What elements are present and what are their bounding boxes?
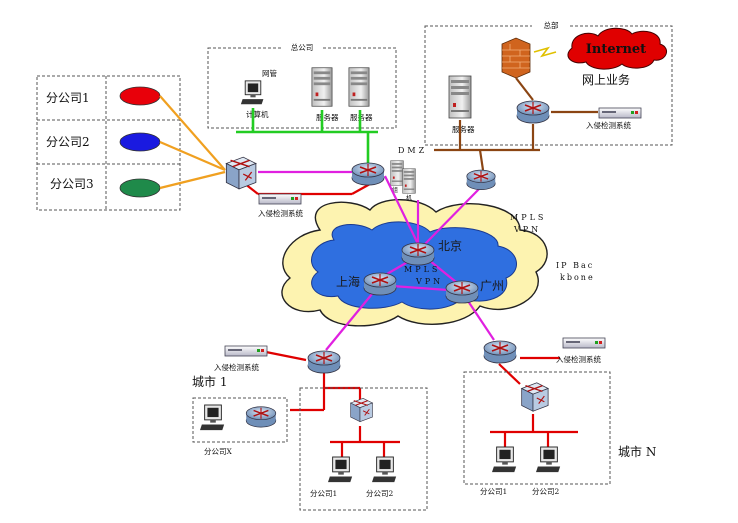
hq-server2-label: 服务器 bbox=[350, 112, 373, 122]
zongbu-title: 总部 bbox=[544, 20, 559, 30]
city1-branch2-pc-icon bbox=[372, 456, 397, 483]
zongbu-server-icon bbox=[448, 75, 472, 119]
legend-label-3: 分公司3 bbox=[50, 177, 94, 191]
shanghai-router-icon bbox=[363, 272, 397, 296]
core-ids-icon bbox=[258, 193, 302, 205]
city1-branches-box bbox=[299, 387, 428, 511]
cityn-label: 城市 N bbox=[618, 444, 656, 459]
cityn-router-icon bbox=[483, 340, 517, 364]
city1-branchx-box bbox=[192, 397, 288, 443]
hq-computer-label: 计算机 bbox=[246, 109, 269, 119]
hq-left-switch-icon bbox=[225, 156, 257, 190]
mpls-inner-bot: VPN bbox=[415, 277, 443, 286]
zongbu-brown-bus bbox=[434, 77, 598, 171]
legend-swatch-1 bbox=[119, 86, 161, 106]
zongbu-ids-icon bbox=[598, 107, 642, 119]
zongbu-ids-label: 入侵检测系统 bbox=[586, 120, 631, 130]
cityn-ids-label: 入侵检测系统 bbox=[556, 354, 601, 364]
city1-branch1-pc-icon bbox=[328, 456, 353, 483]
core-ids-label: 入侵检测系统 bbox=[258, 208, 303, 218]
dmz-server1-icon bbox=[390, 160, 404, 186]
beijing-router-icon bbox=[401, 242, 435, 266]
dmz-label: DMZ bbox=[398, 146, 427, 155]
city1-ids-icon bbox=[224, 345, 268, 357]
dmz-sub2: 机 bbox=[406, 194, 412, 202]
city1-branchx-label: 分公司X bbox=[204, 447, 232, 456]
city1-router-icon bbox=[307, 350, 341, 374]
hq-title: 总公司 bbox=[291, 42, 314, 52]
city1-switch-icon bbox=[350, 397, 374, 423]
internet-label: Internet bbox=[586, 42, 646, 57]
internet-cloud-icon bbox=[567, 27, 668, 70]
mpls-inner-top: MPLS bbox=[404, 265, 440, 274]
orange-links bbox=[159, 95, 226, 190]
zongbu-core-router-icon bbox=[466, 169, 496, 191]
mpls-vpn-bot: VPN bbox=[513, 225, 541, 234]
hq-core-router-icon bbox=[351, 162, 385, 186]
firewall-icon bbox=[501, 37, 531, 79]
dmz-server2-icon bbox=[402, 168, 416, 194]
cityn-branch1-label: 分公司1 bbox=[480, 487, 507, 496]
guangzhou-router-icon bbox=[445, 280, 479, 304]
ip-backbone-bot: kbone bbox=[560, 273, 595, 282]
beijing-label: 北京 bbox=[438, 239, 462, 253]
legend-swatch-2 bbox=[119, 132, 161, 152]
cityn-branch2-pc-icon bbox=[536, 446, 561, 473]
zongbu-box bbox=[424, 25, 673, 146]
magenta-links bbox=[258, 170, 495, 351]
city1-ids-label: 入侵检测系统 bbox=[214, 362, 259, 372]
city1-branch1-label: 分公司1 bbox=[310, 489, 337, 498]
hq-green-bus bbox=[236, 108, 378, 165]
online-business-label: 网上业务 bbox=[582, 72, 630, 87]
hq-server2-icon bbox=[348, 67, 370, 107]
city1-label: 城市 1 bbox=[192, 374, 227, 389]
legend-swatch-3 bbox=[119, 178, 161, 198]
cityn-branch2-label: 分公司2 bbox=[532, 487, 559, 496]
zongbu-router-icon bbox=[516, 100, 550, 124]
city1-branchx-router-icon bbox=[245, 406, 277, 428]
hq-box bbox=[207, 47, 397, 129]
cityn-box bbox=[463, 371, 611, 485]
hq-computer-icon bbox=[240, 80, 264, 105]
guangzhou-label: 广州 bbox=[480, 279, 504, 293]
hq-server1-icon bbox=[311, 67, 333, 107]
hq-mgmt-label: 网管 bbox=[262, 68, 277, 78]
cityn-switch-icon bbox=[520, 382, 549, 412]
ip-backbone-top: IP Bac bbox=[556, 261, 594, 270]
mpls-vpn-top: MPLS bbox=[510, 213, 546, 222]
cityn-branch1-pc-icon bbox=[492, 446, 517, 473]
city1-branchx-pc-icon bbox=[200, 404, 225, 431]
shanghai-label: 上海 bbox=[336, 274, 360, 289]
legend-label-2: 分公司2 bbox=[46, 135, 90, 149]
zongbu-server-label: 服务器 bbox=[452, 124, 475, 134]
city1-branch2-label: 分公司2 bbox=[366, 489, 393, 498]
cityn-ids-icon bbox=[562, 337, 606, 349]
dmz-sub1: 组 bbox=[392, 186, 398, 194]
lightning-icon bbox=[533, 46, 557, 58]
legend-box bbox=[36, 75, 181, 211]
legend-label-1: 分公司1 bbox=[46, 91, 90, 105]
hq-server1-label: 服务器 bbox=[316, 112, 339, 122]
